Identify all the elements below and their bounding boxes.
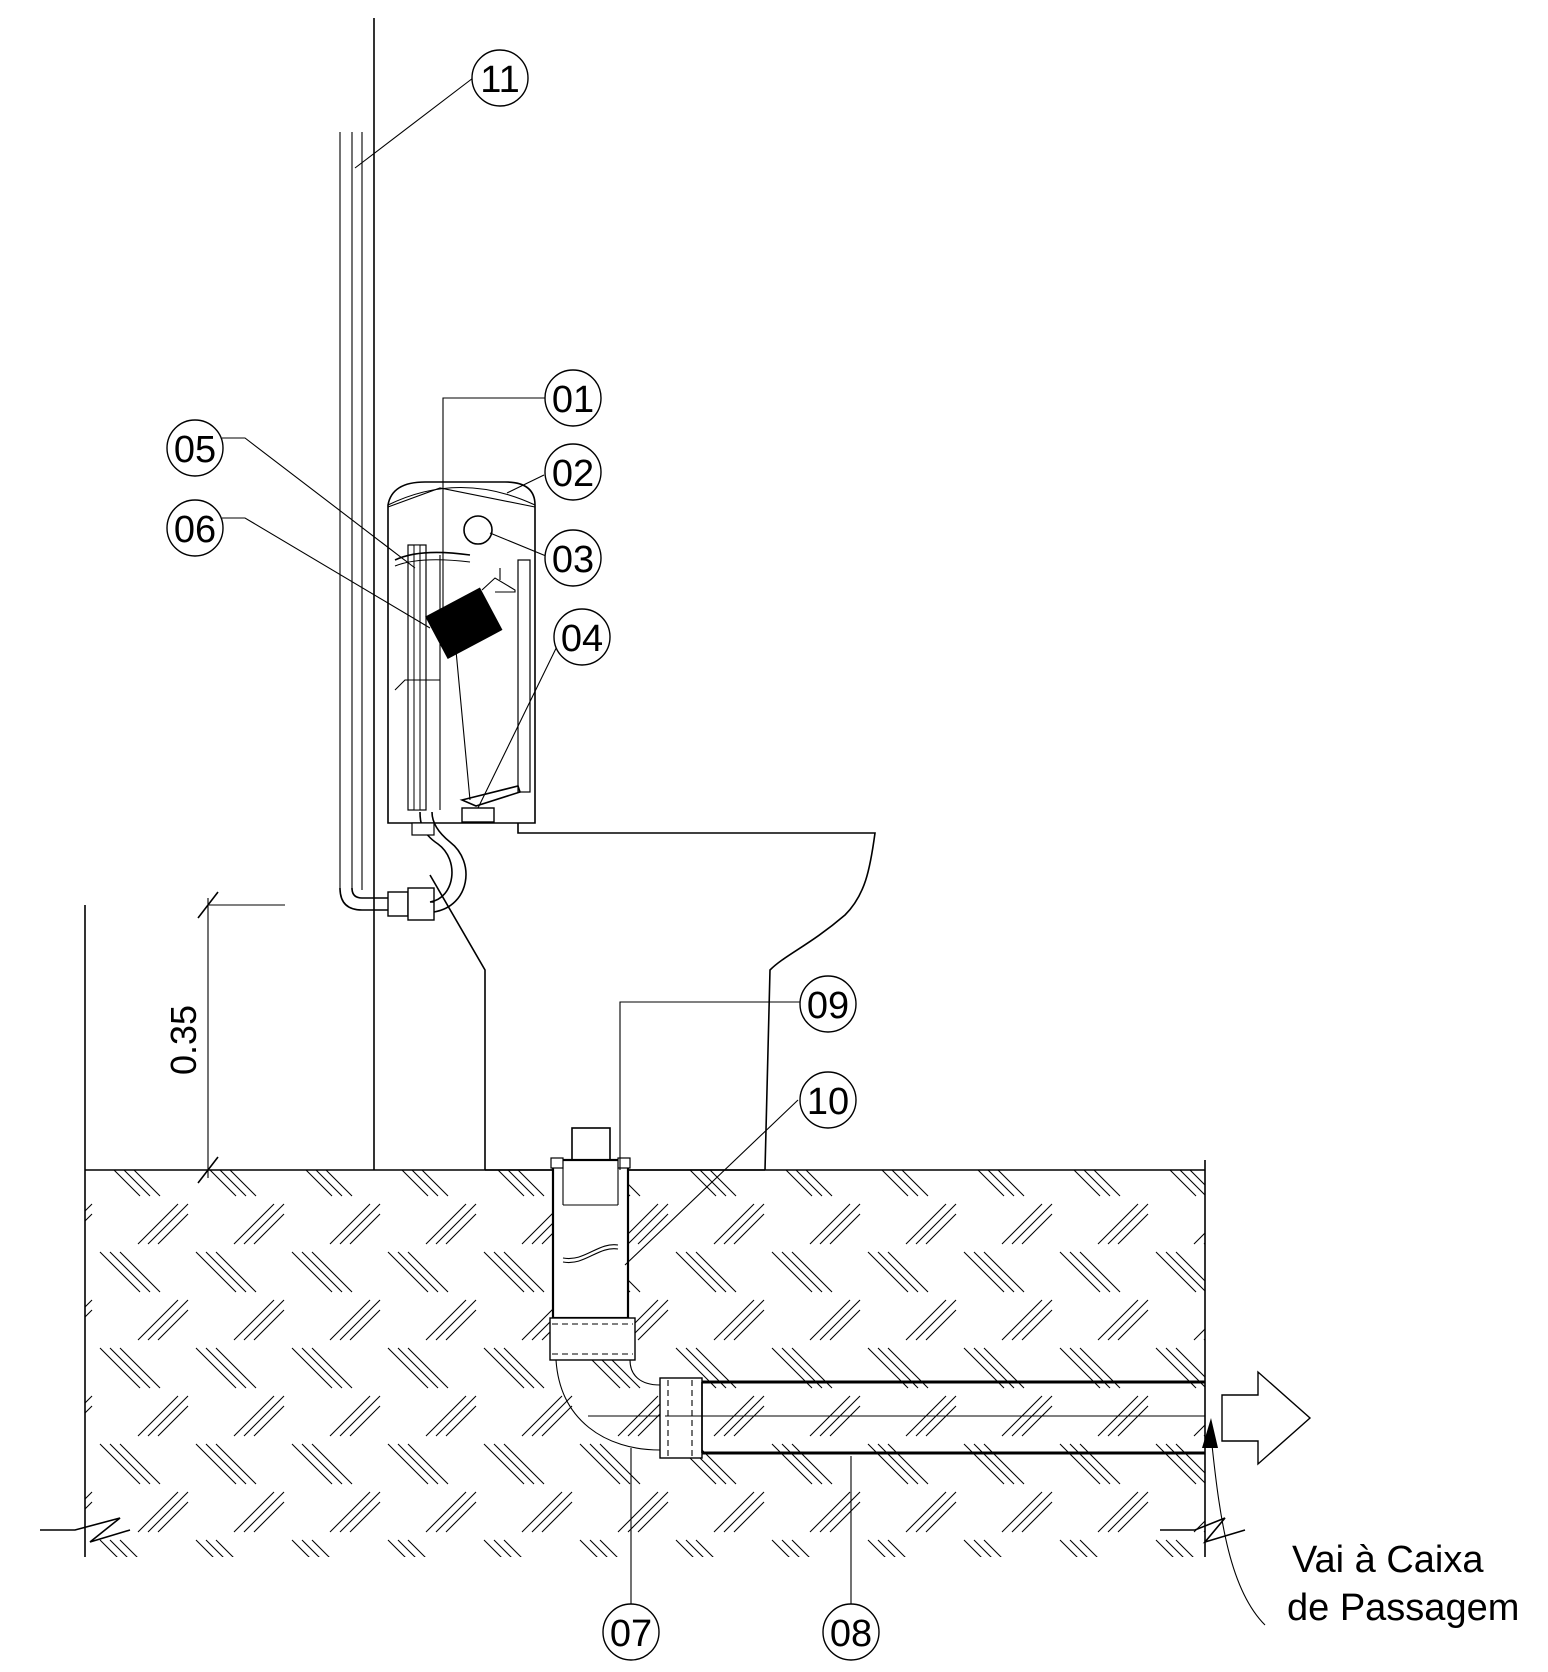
- tag-05-label: 05: [174, 429, 216, 471]
- supply-pipes: [339, 132, 467, 921]
- soil-section: [40, 905, 1246, 1557]
- flow-arrow: [1221, 1370, 1312, 1466]
- tag-04-label: 04: [561, 618, 603, 660]
- tag-07-label: 07: [610, 1613, 652, 1655]
- float-ball: [425, 587, 503, 660]
- height-dimension: [197, 891, 285, 1184]
- tag-11-label: 11: [480, 59, 519, 101]
- leader-lines: [222, 77, 1266, 1626]
- floor-outlet: [550, 1127, 631, 1320]
- flush-button: [463, 515, 493, 545]
- tag-11: 11: [471, 49, 529, 107]
- tag-03: 03: [544, 529, 602, 587]
- tag-06: 06: [166, 499, 224, 557]
- tag-07: 07: [602, 1603, 660, 1661]
- tag-10-label: 10: [807, 1081, 849, 1123]
- tag-01-label: 01: [552, 379, 594, 421]
- tag-02: 02: [544, 443, 602, 501]
- tag-09-label: 09: [807, 985, 849, 1027]
- destination-note-line1: Vai à Caixa: [1292, 1539, 1484, 1581]
- tag-09: 09: [799, 975, 857, 1033]
- tag-02-label: 02: [552, 453, 594, 495]
- coupling-nut: [407, 887, 435, 921]
- tag-01: 01: [544, 369, 602, 427]
- tag-08-label: 08: [830, 1613, 872, 1655]
- tag-08: 08: [822, 1603, 880, 1661]
- cistern-tank: [387, 481, 536, 836]
- tag-06-label: 06: [174, 509, 216, 551]
- connector: [387, 891, 409, 917]
- tag-03-label: 03: [552, 539, 594, 581]
- tag-05: 05: [166, 419, 224, 477]
- drain-elbow: [549, 1317, 703, 1459]
- destination-note-line2: de Passagem: [1287, 1587, 1519, 1629]
- tag-04: 04: [553, 608, 611, 666]
- tag-10: 10: [799, 1071, 857, 1129]
- height-dimension-label: 0.35: [163, 1005, 204, 1075]
- drain-pipe: [665, 1380, 1205, 1455]
